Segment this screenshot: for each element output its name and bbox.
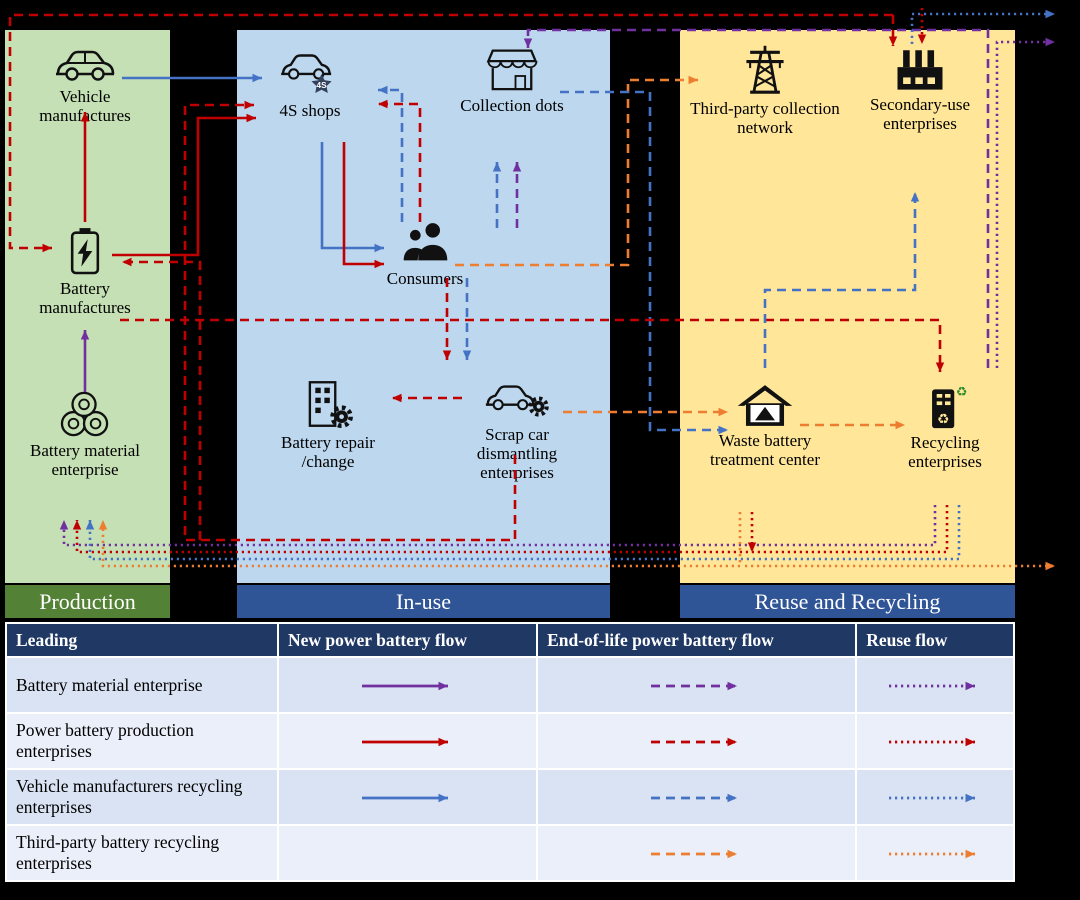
node-4s-shops: 4S 4S shops	[250, 48, 370, 120]
node-label: 4S shops	[279, 101, 341, 120]
waste-house-icon	[737, 385, 793, 426]
node-collection-dots: Collection dots	[452, 45, 572, 115]
building-gear-icon	[308, 381, 353, 429]
flow-arrow-reuse	[889, 793, 976, 803]
node-consumers: Consumers	[365, 218, 485, 288]
battery-icon	[70, 228, 100, 275]
node-label: Battery manufactures	[39, 279, 131, 318]
node-label: Secondary-use enterprises	[869, 95, 971, 134]
recycle-symbol: ♻	[937, 412, 949, 428]
legend-table: Leading New power battery flow End-of-li…	[5, 622, 1015, 882]
table-row-power-battery-production: Power battery production enterprises	[5, 712, 1015, 770]
flow-arrow-eol	[650, 849, 737, 859]
node-battery-material-enterprise: Battery material enterprise	[10, 390, 160, 479]
node-recycling-enterprises: ♻ ♻ Recycling enterprises	[875, 382, 1015, 471]
row-label: Power battery production enterprises	[5, 712, 279, 770]
section-label-reuse-recycling: Reuse and Recycling	[680, 585, 1015, 618]
car-4s-icon: 4S	[281, 54, 332, 93]
storefront-icon	[486, 49, 538, 91]
node-secondary-use-enterprises: Secondary-use enterprises	[850, 46, 990, 133]
node-label: Collection dots	[460, 96, 564, 115]
flow-arrow-eol	[650, 793, 737, 803]
node-label: Waste battery treatment center	[710, 431, 820, 470]
node-waste-battery-treatment-center: Waste battery treatment center	[695, 382, 835, 469]
header-reuse-flow: Reuse flow	[855, 622, 1015, 658]
recycling-building-icon: ♻ ♻	[932, 385, 968, 429]
section-label-in-use: In-use	[237, 585, 610, 618]
node-vehicle-manufactures: Vehicle manufactures	[15, 44, 155, 125]
header-eol-flow: End-of-life power battery flow	[536, 622, 858, 658]
factory-icon	[897, 50, 943, 90]
node-label: Battery material enterprise	[30, 441, 140, 480]
flow-arrow-reuse	[889, 849, 976, 859]
people-icon	[403, 223, 448, 261]
table-row-third-party-battery-recycling: Third-party battery recycling enterprise…	[5, 824, 1015, 882]
node-label: Recycling enterprises	[908, 433, 982, 472]
table-row-vehicle-manufacturers-recycling: Vehicle manufacturers recycling enterpri…	[5, 768, 1015, 826]
car-icon	[56, 50, 115, 81]
flow-arrow-eol	[650, 681, 737, 691]
header-leading: Leading	[5, 622, 279, 658]
legend-header-row: Leading New power battery flow End-of-li…	[5, 622, 1015, 658]
node-battery-repair-change: Battery repair /change	[268, 378, 388, 471]
node-third-party-collection-network: Third-party collection network	[690, 42, 840, 137]
section-label-production: Production	[5, 585, 170, 618]
flow-arrow-reuse	[889, 681, 976, 691]
row-label: Third-party battery recycling enterprise…	[5, 824, 279, 882]
node-label: Consumers	[386, 269, 464, 288]
node-label: Vehicle manufactures	[39, 87, 131, 126]
row-label: Battery material enterprise	[5, 656, 279, 714]
node-label: Battery repair /change	[281, 433, 375, 472]
svg-text:4S: 4S	[317, 81, 328, 90]
flow-diagram: Vehicle manufactures Battery manufacture…	[5, 8, 1055, 618]
scrap-car-icon	[485, 385, 549, 417]
material-rolls-icon	[60, 391, 109, 437]
green-recycle-symbol: ♻	[956, 385, 968, 400]
header-new-flow: New power battery flow	[276, 622, 539, 658]
table-row-battery-material: Battery material enterprise	[5, 656, 1015, 714]
node-label: Third-party collection network	[690, 99, 840, 138]
flow-arrow-reuse	[889, 737, 976, 747]
flow-arrow-new	[361, 793, 448, 803]
row-label: Vehicle manufacturers recycling enterpri…	[5, 768, 279, 826]
flow-arrow-new	[361, 737, 448, 747]
flow-arrow-new	[361, 681, 448, 691]
transmission-tower-icon	[746, 45, 784, 94]
node-battery-manufactures: Battery manufactures	[15, 226, 155, 317]
flow-arrow-eol	[650, 737, 737, 747]
node-label: Scrap car dismantling enterprises	[476, 425, 558, 483]
node-scrap-car-dismantling: Scrap car dismantling enterprises	[455, 376, 579, 483]
